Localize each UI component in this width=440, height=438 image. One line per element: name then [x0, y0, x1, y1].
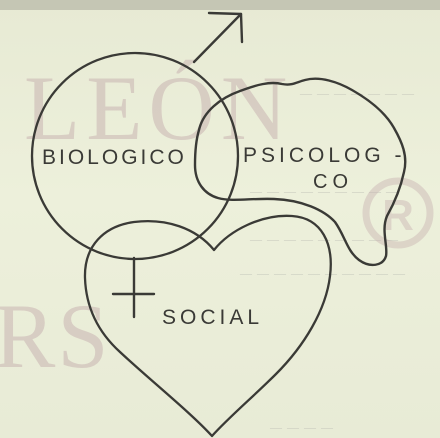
male-symbol-icon: [192, 11, 244, 64]
bleed-through-4: — — — — — — — — — —: [240, 266, 406, 280]
label-psicologico-line2: CO: [313, 171, 353, 193]
psicologico-blob-shape: [193, 77, 407, 267]
label-social: SOCIAL: [162, 306, 264, 329]
top-scan-band: [0, 0, 440, 10]
bleed-through-5: — — — —: [270, 420, 334, 434]
social-heart-shape: [83, 214, 332, 438]
label-biologico: BIOLOGICO: [42, 146, 187, 169]
bleed-through-3: — — — — — — — — —: [250, 232, 399, 246]
bleed-through-2: — — — — — — — — —: [250, 184, 399, 198]
label-psicologico-line1: PSICOLOG -: [243, 144, 406, 167]
female-symbol-icon: [111, 256, 156, 319]
